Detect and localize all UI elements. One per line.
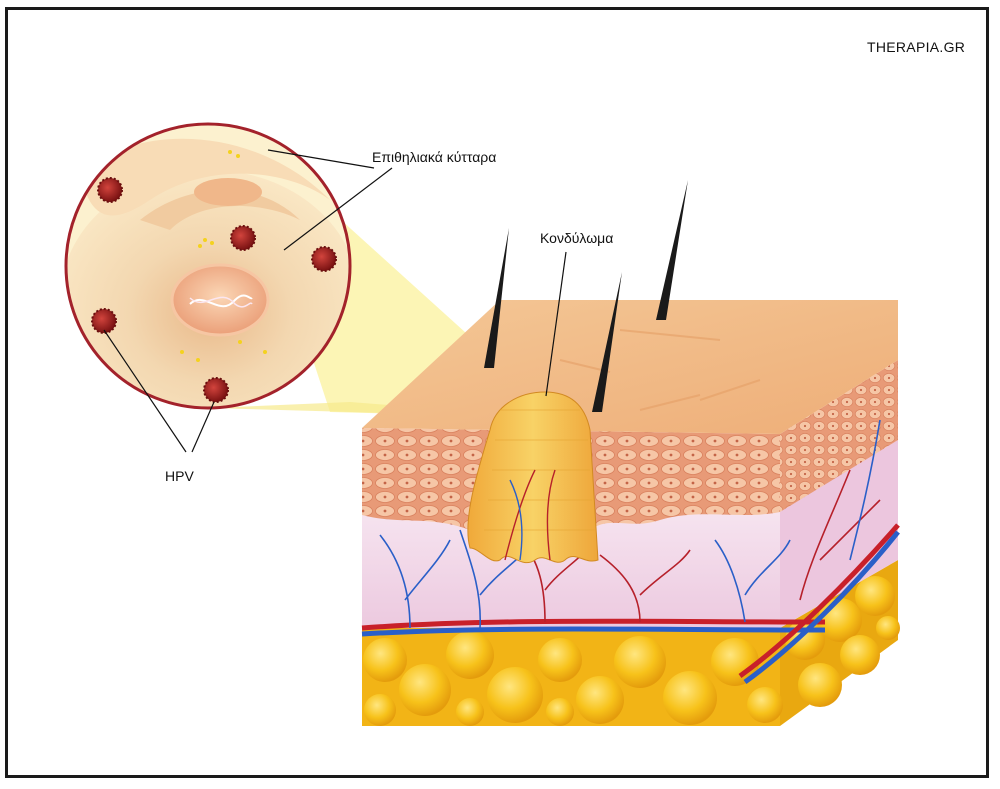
- leader-condyloma: [545, 251, 567, 397]
- brand-watermark: THERAPIA.GR: [867, 39, 965, 55]
- hpv-virus-icon: [97, 177, 123, 203]
- zoom-circle-border: [64, 122, 352, 410]
- hpv-virus-icon: [91, 308, 117, 334]
- leader-lines: [103, 149, 567, 453]
- hair: [484, 228, 509, 368]
- condyloma-growth: [467, 391, 599, 564]
- label-epithelial-cells: Επιθηλιακά κύτταρα: [372, 149, 496, 165]
- fat-cells: [363, 576, 900, 726]
- hair: [592, 272, 622, 412]
- artery: [361, 618, 826, 631]
- nucleus: [170, 263, 270, 337]
- leader-hpv-2: [191, 401, 215, 453]
- cell-zoom-circle: [64, 122, 352, 410]
- capillaries: [379, 419, 881, 629]
- leader-epithelial-2: [283, 167, 393, 251]
- hair: [656, 180, 688, 320]
- dermis-side: [780, 440, 898, 628]
- hpv-virus-icon: [311, 246, 337, 272]
- skin-block: [361, 180, 900, 726]
- hpv-virus-icon: [230, 225, 256, 251]
- leader-hpv-1: [103, 329, 187, 453]
- epidermis-side: [780, 360, 898, 512]
- hpv-virus-icon: [203, 377, 229, 403]
- vein: [361, 626, 826, 637]
- label-condyloma: Κονδύλωμα: [540, 230, 613, 246]
- dna-icon: [189, 294, 253, 308]
- leader-epithelial-1: [267, 149, 375, 169]
- label-hpv: HPV: [165, 468, 194, 484]
